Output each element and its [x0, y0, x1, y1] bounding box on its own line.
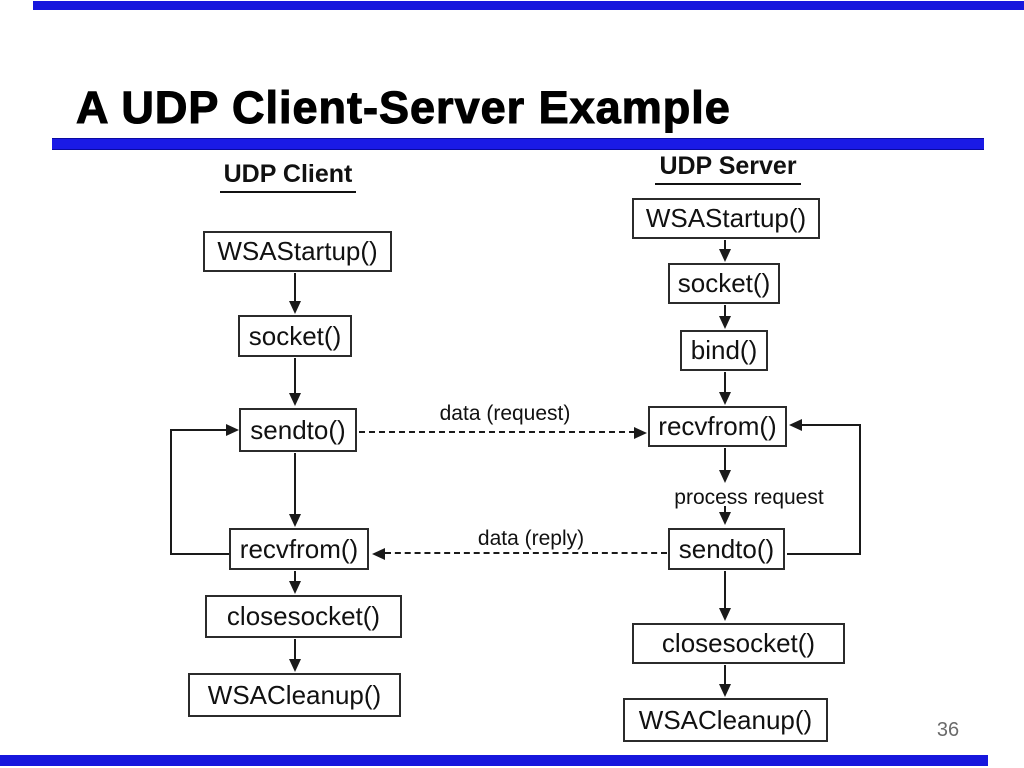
arrow-left-icon: [372, 548, 385, 560]
client-loop-line: [170, 553, 229, 555]
arrow-right-icon: [634, 427, 647, 439]
arrow-down-icon: [289, 514, 301, 527]
arrow-left-icon: [789, 419, 802, 431]
client-heading-text: UDP Client: [219, 160, 357, 193]
arrow-down-icon: [719, 470, 731, 483]
client-arrow-line: [294, 639, 296, 660]
server-box-wsastartup: WSAStartup(): [632, 198, 820, 239]
server-arrow-line: [724, 372, 726, 393]
server-arrow-line: [724, 448, 726, 471]
server-arrow-line: [724, 305, 726, 317]
server-loop-line: [859, 424, 861, 555]
data-request-label: data (request): [439, 402, 571, 425]
server-box-bind: bind(): [680, 330, 768, 371]
client-box-wsacleanup: WSACleanup(): [188, 673, 401, 717]
server-box-closesocket: closesocket(): [632, 623, 845, 664]
arrow-down-icon: [719, 684, 731, 697]
arrow-right-icon: [226, 424, 239, 436]
top-accent-bar: [33, 1, 1024, 10]
server-heading-text: UDP Server: [655, 152, 801, 185]
client-box-recvfrom: recvfrom(): [229, 528, 369, 570]
server-arrow-line: [724, 240, 726, 250]
request-dashed-line: [359, 431, 635, 433]
arrow-down-icon: [289, 581, 301, 594]
page-number: 36: [936, 719, 960, 741]
server-box-sendto: sendto(): [668, 528, 785, 570]
client-arrow-line: [294, 571, 296, 582]
client-arrow-line: [294, 453, 296, 514]
arrow-down-icon: [719, 249, 731, 262]
server-box-recvfrom: recvfrom(): [648, 406, 787, 447]
server-heading: UDP Server: [628, 152, 828, 185]
arrow-down-icon: [719, 392, 731, 405]
arrow-down-icon: [719, 608, 731, 621]
server-arrow-line: [724, 665, 726, 685]
bottom-accent-bar: [0, 755, 988, 766]
client-box-sendto: sendto(): [239, 408, 357, 452]
server-loop-line: [787, 553, 861, 555]
arrow-down-icon: [719, 512, 731, 525]
title-underline-rule: [52, 138, 984, 150]
server-arrow-line: [724, 506, 726, 513]
client-box-socket: socket(): [238, 315, 352, 357]
arrow-down-icon: [289, 301, 301, 314]
page-title: A UDP Client-Server Example: [75, 81, 731, 133]
client-arrow-line: [294, 273, 296, 301]
server-box-wsacleanup: WSACleanup(): [623, 698, 828, 742]
arrow-down-icon: [289, 659, 301, 672]
process-request-label: process request: [674, 486, 824, 509]
server-loop-line: [802, 424, 861, 426]
client-arrow-line: [294, 358, 296, 393]
server-box-socket: socket(): [668, 263, 780, 304]
arrow-down-icon: [289, 393, 301, 406]
client-box-closesocket: closesocket(): [205, 595, 402, 638]
client-heading: UDP Client: [193, 160, 383, 193]
server-arrow-line: [724, 571, 726, 609]
client-loop-line: [170, 429, 172, 555]
arrow-down-icon: [719, 316, 731, 329]
client-loop-line: [170, 429, 227, 431]
reply-dashed-line: [385, 552, 667, 554]
data-reply-label: data (reply): [477, 527, 585, 550]
client-box-wsastartup: WSAStartup(): [203, 231, 392, 272]
